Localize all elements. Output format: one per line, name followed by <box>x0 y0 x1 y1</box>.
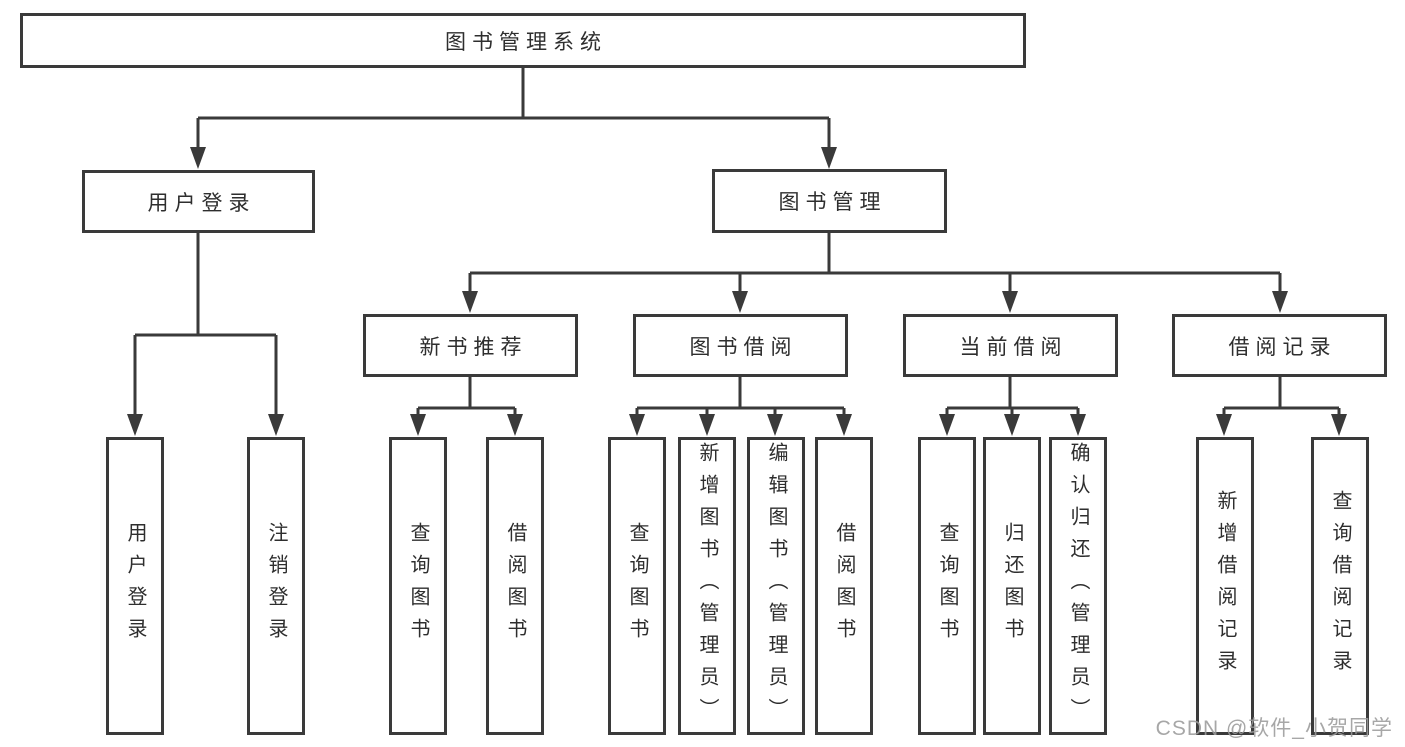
node-book-borrowing: 图书借阅 <box>633 314 848 377</box>
node-current-borrowing-label: 当前借阅 <box>959 335 1068 359</box>
leaf-return-books-label: 归还图书 <box>1001 522 1023 650</box>
leaf-user-login-label: 用户登录 <box>124 522 146 650</box>
leaf-add-borrow-record: 新增借阅记录 <box>1196 437 1254 735</box>
leaf-confirm-return-admin-label: 确认归还（管理员） <box>1067 442 1089 730</box>
node-book-management-label: 图书管理 <box>778 191 887 214</box>
leaf-add-borrow-record-label: 新增借阅记录 <box>1214 490 1236 682</box>
leaf-return-books: 归还图书 <box>983 437 1041 735</box>
node-borrowing-records: 借阅记录 <box>1172 314 1387 377</box>
leaf-borrow-books: 借阅图书 <box>815 437 873 735</box>
leaf-borrow-books-recommend: 借阅图书 <box>486 437 544 735</box>
leaf-query-books-borrowing: 查询图书 <box>608 437 666 735</box>
node-new-book-recommend-label: 新书推荐 <box>419 335 528 359</box>
leaf-query-borrow-record-label: 查询借阅记录 <box>1329 490 1351 682</box>
leaf-borrow-books-label: 借阅图书 <box>833 522 855 650</box>
leaf-logout: 注销登录 <box>247 437 305 735</box>
node-current-borrowing: 当前借阅 <box>903 314 1118 377</box>
leaf-query-books-recommend: 查询图书 <box>389 437 447 735</box>
node-borrowing-records-label: 借阅记录 <box>1228 335 1337 359</box>
leaf-add-books-admin: 新增图书（管理员） <box>678 437 736 735</box>
node-user-login-label: 用户登录 <box>147 191 256 215</box>
leaf-edit-books-admin: 编辑图书（管理员） <box>747 437 805 735</box>
node-book-management: 图书管理 <box>712 169 947 233</box>
arrowheads <box>127 147 1347 436</box>
leaf-user-login: 用户登录 <box>106 437 164 735</box>
node-new-book-recommend: 新书推荐 <box>363 314 578 377</box>
node-library-system: 图书管理系统 <box>20 13 1026 68</box>
leaf-borrow-books-recommend-label: 借阅图书 <box>504 522 526 650</box>
leaf-add-books-admin-label: 新增图书（管理员） <box>696 442 718 730</box>
node-book-borrowing-label: 图书借阅 <box>689 335 798 359</box>
leaf-logout-label: 注销登录 <box>265 522 287 650</box>
leaf-edit-books-admin-label: 编辑图书（管理员） <box>765 442 787 730</box>
leaf-query-books-current-label: 查询图书 <box>936 522 958 650</box>
leaf-query-books-recommend-label: 查询图书 <box>407 522 429 650</box>
leaf-query-books-current: 查询图书 <box>918 437 976 735</box>
leaf-query-borrow-record: 查询借阅记录 <box>1311 437 1369 735</box>
leaf-confirm-return-admin: 确认归还（管理员） <box>1049 437 1107 735</box>
node-user-login: 用户登录 <box>82 170 315 233</box>
node-library-system-label: 图书管理系统 <box>445 30 607 54</box>
tree-edges <box>133 68 1341 418</box>
leaf-query-books-borrowing-label: 查询图书 <box>626 522 648 650</box>
csdn-watermark: CSDN @软件_小贺同学 <box>1155 717 1393 740</box>
